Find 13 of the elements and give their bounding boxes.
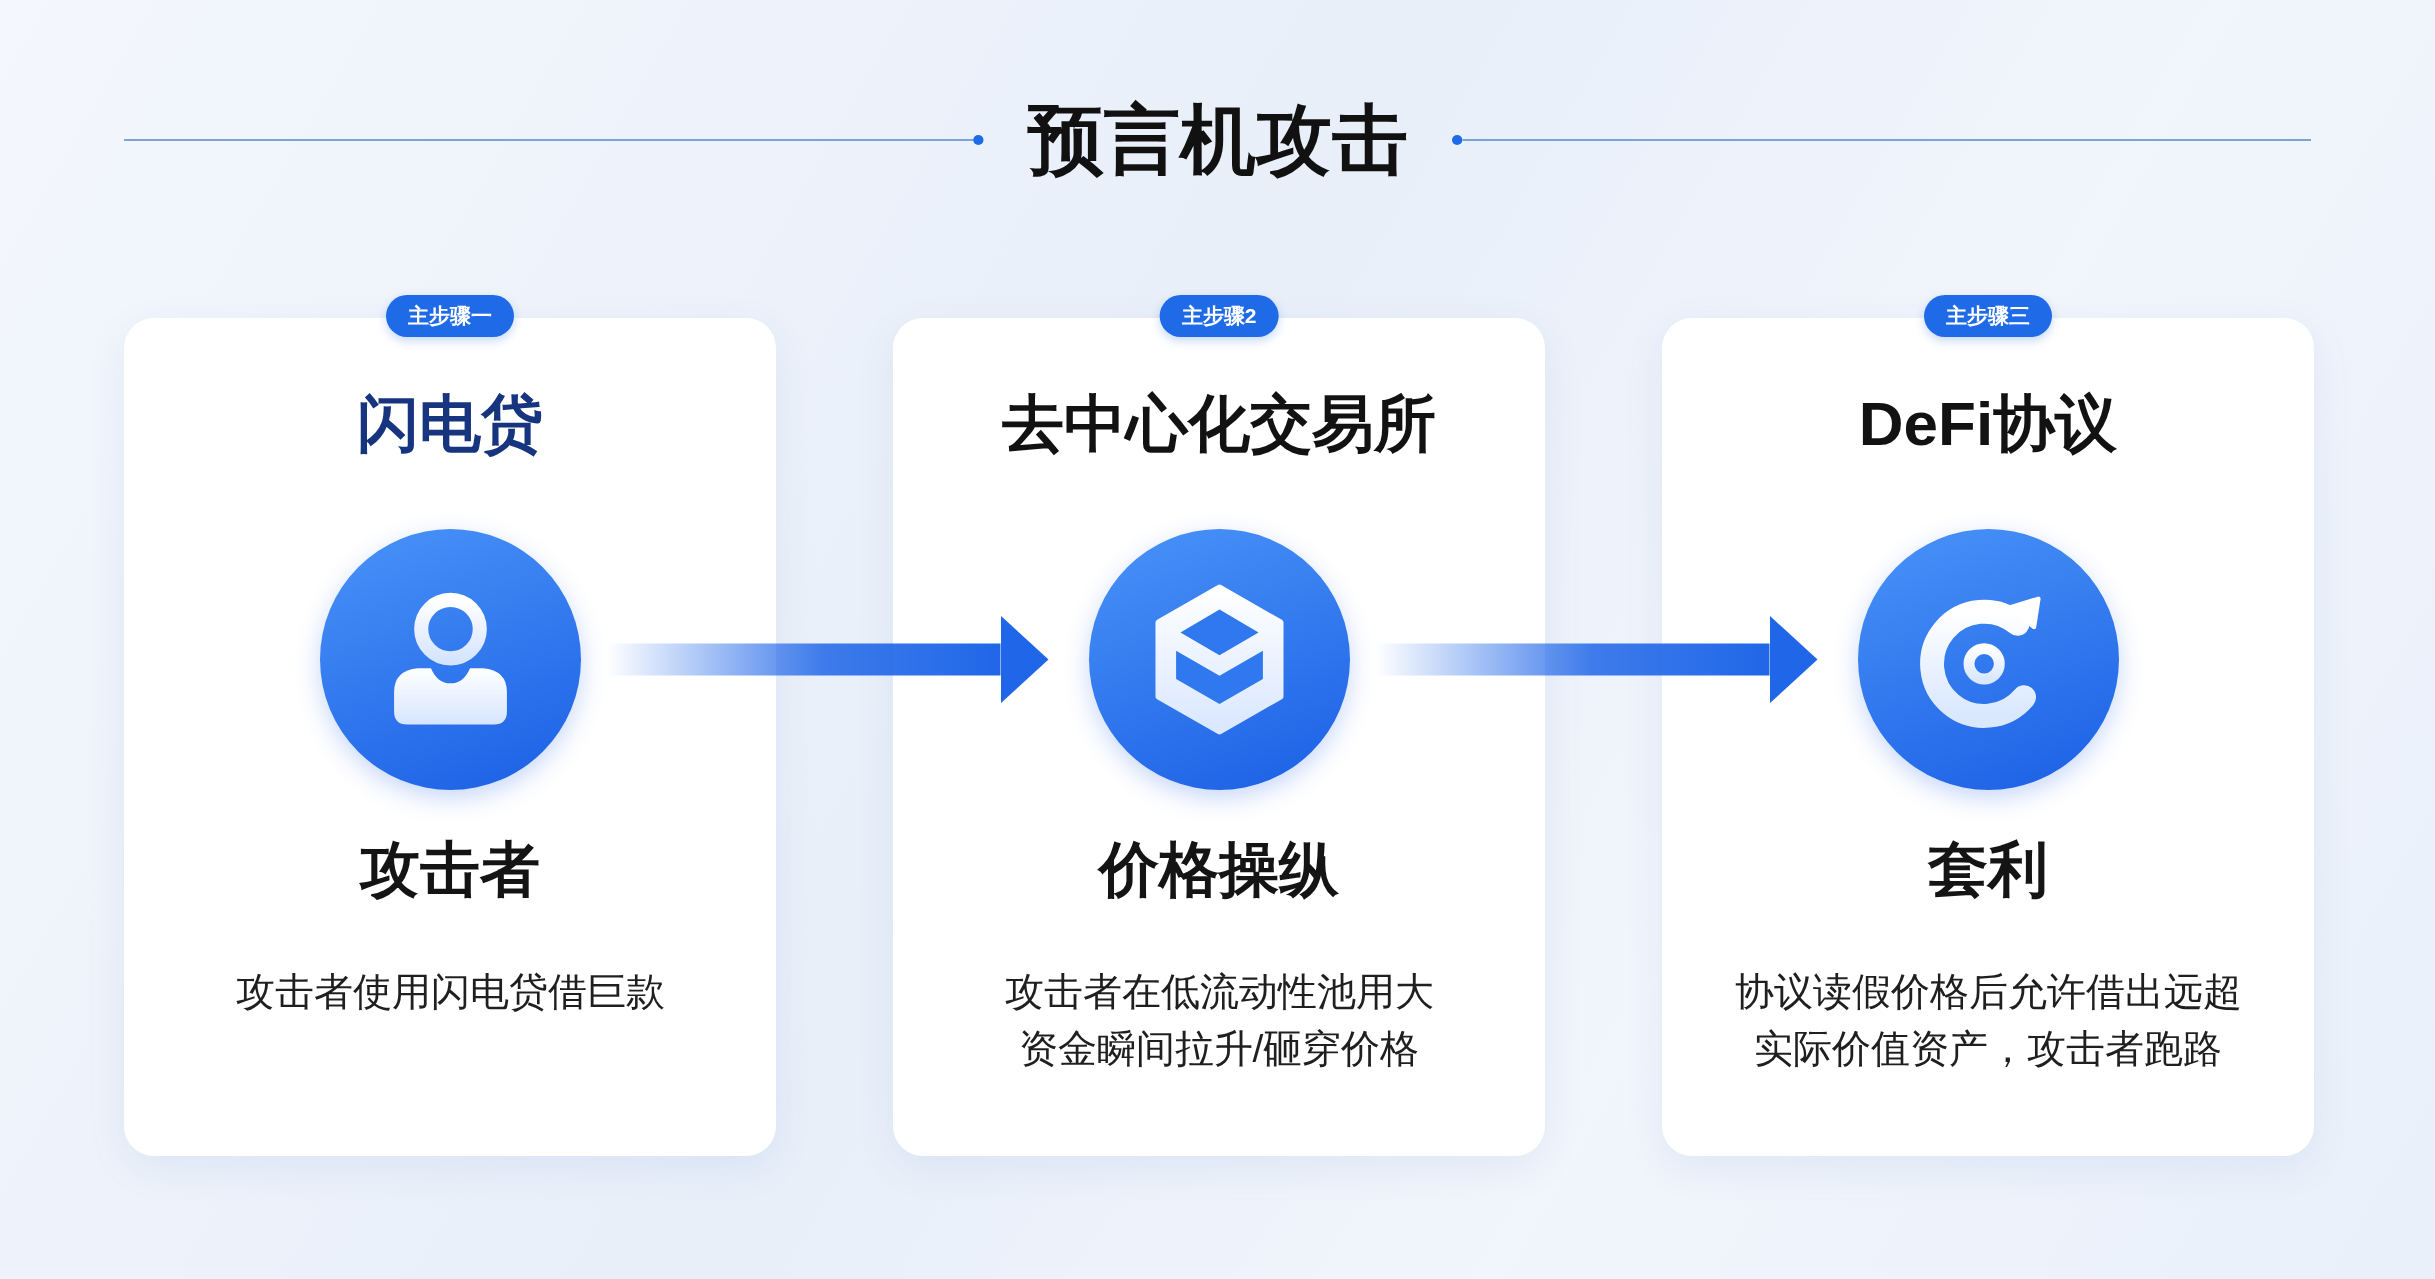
card-title: DeFi协议 bbox=[1858, 388, 2118, 460]
step-tag: 主步骤2 bbox=[1159, 295, 1279, 337]
step-tag: 主步骤三 bbox=[1924, 295, 2052, 337]
title: 预言机攻击 bbox=[1027, 96, 1408, 184]
step-description: 攻击者使用闪电贷借巨款 bbox=[234, 969, 666, 1015]
step-name: 套利 bbox=[1928, 835, 2048, 905]
card-title: 去中心化交易所 bbox=[1002, 388, 1436, 460]
step-description: 协议读假价格后允许借出远超实际价值资产，攻击者跑路 bbox=[1733, 969, 2243, 1072]
step-name: 攻击者 bbox=[360, 835, 540, 905]
step-description: 攻击者在低流动性池用大资金瞬间拉升/砸穿价格 bbox=[1003, 969, 1435, 1072]
step-tag: 主步骤一 bbox=[386, 295, 514, 337]
step-name: 价格操纵 bbox=[1099, 835, 1339, 905]
card-title: 闪电贷 bbox=[357, 388, 543, 460]
